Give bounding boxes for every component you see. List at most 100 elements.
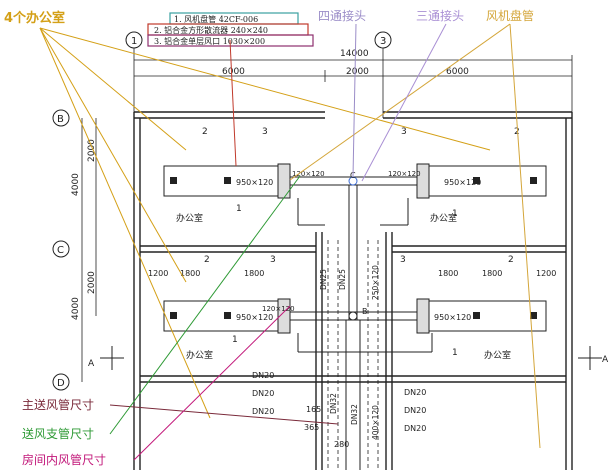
dim-right: 6000 [446, 67, 469, 77]
fan-coil-unit [277, 163, 291, 199]
pipe-label-dn20-r3: DN20 [404, 424, 426, 433]
fan-coil-units [277, 163, 430, 334]
walls [133, 111, 573, 470]
section-a-right: A [602, 355, 609, 365]
section-marks [100, 346, 602, 370]
dimension-lines [81, 48, 573, 382]
diffuser-size-ll: 950×120 [236, 313, 273, 322]
legend-item-3: 3. 铝合金单层风口 1030×200 [154, 36, 265, 46]
callout-fan-coil-lines [289, 23, 541, 449]
four-way-label: 四通接头 [318, 8, 366, 23]
size-365: 365 [304, 423, 319, 432]
pipe-label-dn20-l3: DN20 [252, 407, 274, 416]
callout-room-duct-line [133, 305, 291, 461]
duct-junctions: C B [348, 171, 368, 321]
diffuser-icon [473, 177, 480, 184]
diffuser-size-lr: 950×120 [434, 313, 471, 322]
pipe-label-dn20-r1: DN20 [404, 388, 426, 397]
diffuser-icon [170, 312, 177, 319]
diffuser-boxes [163, 165, 547, 332]
callout-offices-lines [39, 27, 491, 419]
dim-v2000-upper: 2000 [87, 139, 97, 162]
size-165: 165 [306, 405, 321, 414]
item-number-3-ul: 3 [262, 127, 268, 137]
callout-four-way-line [352, 23, 357, 178]
dim-v4000-lower: 4000 [71, 297, 81, 320]
duct-size-lower-left: 120×120 [262, 305, 295, 313]
diffuser-icon [473, 312, 480, 319]
diffuser-icons [170, 177, 537, 319]
dim-left: 6000 [222, 67, 245, 77]
item-number-2-lr: 2 [508, 255, 514, 265]
dim-1200-right: 1200 [536, 269, 556, 278]
diffuser-icon [530, 177, 537, 184]
legend-item-1: 1. 风机盘管 42CF-006 [174, 14, 258, 24]
duct-label-250x120: 250×120 [371, 265, 380, 300]
item-number-1-lr: 1 [452, 348, 458, 358]
branch-duct-size-label: 送风支管尺寸 [22, 426, 94, 441]
callout-branch-duct-line [109, 175, 301, 435]
office-label-upper-right: 办公室 [430, 212, 457, 224]
pipe-label-dn32-right: DN32 [350, 404, 359, 425]
diffuser-size-ur: 950×120 [444, 178, 481, 187]
duct-size-upper-right: 120×120 [388, 170, 421, 178]
pipe-label-dn20-l2: DN20 [252, 389, 274, 398]
pipe-label-dn20-l1: DN20 [252, 371, 274, 380]
dim-1800-left: 1800 [180, 269, 200, 278]
item-number-1-ll: 1 [232, 335, 238, 345]
item-number-3-lr: 3 [400, 255, 406, 265]
dim-1800-right-2: 1800 [482, 269, 502, 278]
pipe-risers [327, 240, 379, 470]
office-label-lower-right: 办公室 [484, 349, 511, 361]
callout-three-way-line [361, 23, 447, 182]
office-label-upper-left: 办公室 [176, 212, 203, 224]
node-b-label: B [362, 307, 368, 316]
dim-1800-left-2: 1800 [244, 269, 264, 278]
item-number-1-ur: 1 [452, 209, 458, 219]
axis-C-label: C [57, 245, 64, 256]
office-label-lower-left: 办公室 [186, 349, 213, 361]
diffuser-size-ul: 950×120 [236, 178, 273, 187]
duct-label-400x120: 400×120 [371, 405, 380, 440]
item-number-2-ll: 2 [204, 255, 210, 265]
callout-main-duct-line [109, 404, 339, 425]
dim-mid: 2000 [346, 67, 369, 77]
section-a-left: A [88, 359, 95, 369]
fan-coil-unit [416, 298, 430, 334]
pipe-label-dn32-left: DN32 [329, 393, 338, 414]
diffuser-icon [224, 177, 231, 184]
item-number-1-ul: 1 [236, 204, 242, 214]
diffuser-icon [224, 312, 231, 319]
dim-v2000-lower: 2000 [87, 271, 97, 294]
fan-coil-unit [416, 163, 430, 199]
tee-junction-node [348, 311, 358, 321]
axis-B-label: B [57, 114, 64, 125]
item-number-2-ur: 2 [514, 127, 520, 137]
item-number-2-ul: 2 [202, 127, 208, 137]
item-number-3-ur: 3 [401, 127, 407, 137]
size-280: 280 [334, 440, 349, 449]
axis-1-label: 1 [131, 36, 137, 47]
three-way-label: 三通接头 [416, 8, 464, 23]
axis-bubbles: 1 3 B C D [52, 31, 392, 391]
callout-legend-line [229, 39, 237, 167]
dim-v4000-upper: 4000 [71, 173, 81, 196]
pipe-label-dn20-r2: DN20 [404, 406, 426, 415]
pipe-label-dn25-left: DN25 [319, 269, 328, 290]
diffuser-icon [530, 312, 537, 319]
main-duct-size-label: 主送风管尺寸 [22, 397, 94, 412]
pipe-label-dn25-right: DN25 [338, 269, 347, 290]
dim-total: 14000 [340, 49, 369, 59]
axis-3-label: 3 [380, 36, 386, 47]
dim-1800-right: 1800 [438, 269, 458, 278]
fan-coil-label: 风机盘管 [486, 8, 534, 23]
room-duct-size-label: 房间内风管尺寸 [22, 452, 106, 467]
axis-D-label: D [57, 378, 65, 389]
diffuser-icon [170, 177, 177, 184]
item-number-3-ll: 3 [270, 255, 276, 265]
legend-item-2: 2. 铝合金方形散流器 240×240 [154, 25, 268, 35]
fan-coil-unit [277, 298, 291, 334]
duct-size-upper-left: 120×120 [292, 170, 325, 178]
